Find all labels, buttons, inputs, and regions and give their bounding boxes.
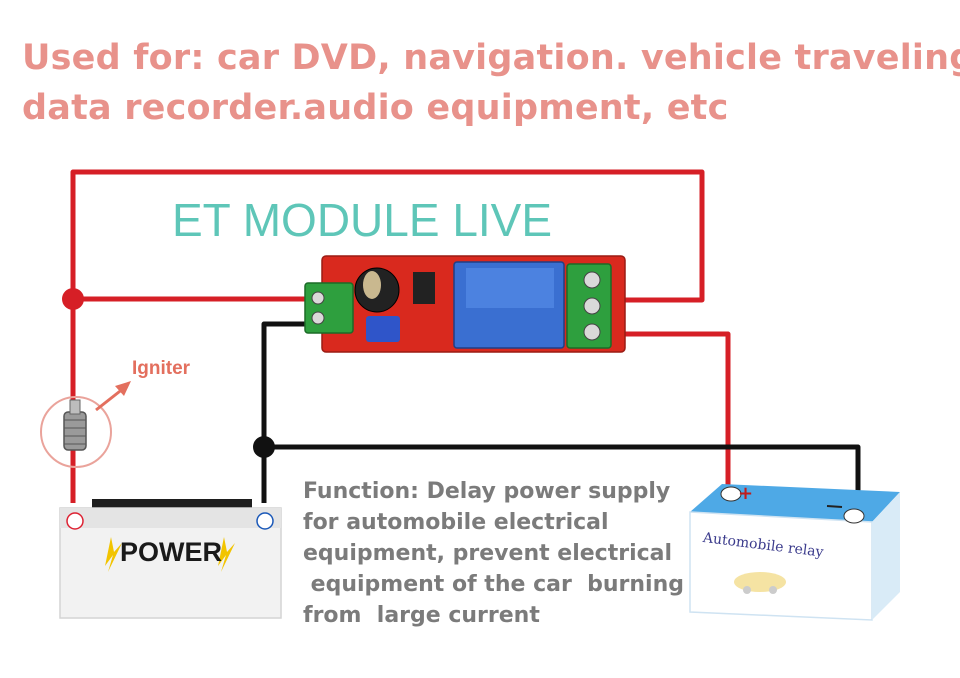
positive-wire [70, 169, 731, 503]
automobile-relay-battery [689, 484, 900, 621]
power-battery [59, 499, 282, 619]
headline-line-1: Used for: car DVD, navigation. vehicle t… [22, 38, 960, 78]
function-description: Function: Delay power supply for automob… [303, 476, 723, 631]
igniter-label: Igniter [132, 358, 191, 379]
function-line: equipment, prevent electrical [303, 541, 673, 566]
negative-junction [253, 436, 275, 458]
function-line: from large current [303, 603, 540, 628]
function-line: equipment of the car burning [303, 572, 684, 597]
function-line: for automobile electrical [303, 510, 609, 535]
headline-line-2: data recorder.audio equipment, etc [22, 88, 729, 128]
positive-junction [62, 288, 84, 310]
car-icon [734, 572, 786, 594]
igniter [40, 396, 112, 468]
watermark-text: ET MODULE LIVE [172, 194, 553, 246]
igniter-arrow [95, 381, 131, 412]
relay-plus-sign: + [738, 483, 754, 504]
function-line: Function: Delay power supply [303, 479, 671, 504]
delay-relay-board [304, 255, 626, 353]
power-label: POWER [120, 537, 223, 567]
